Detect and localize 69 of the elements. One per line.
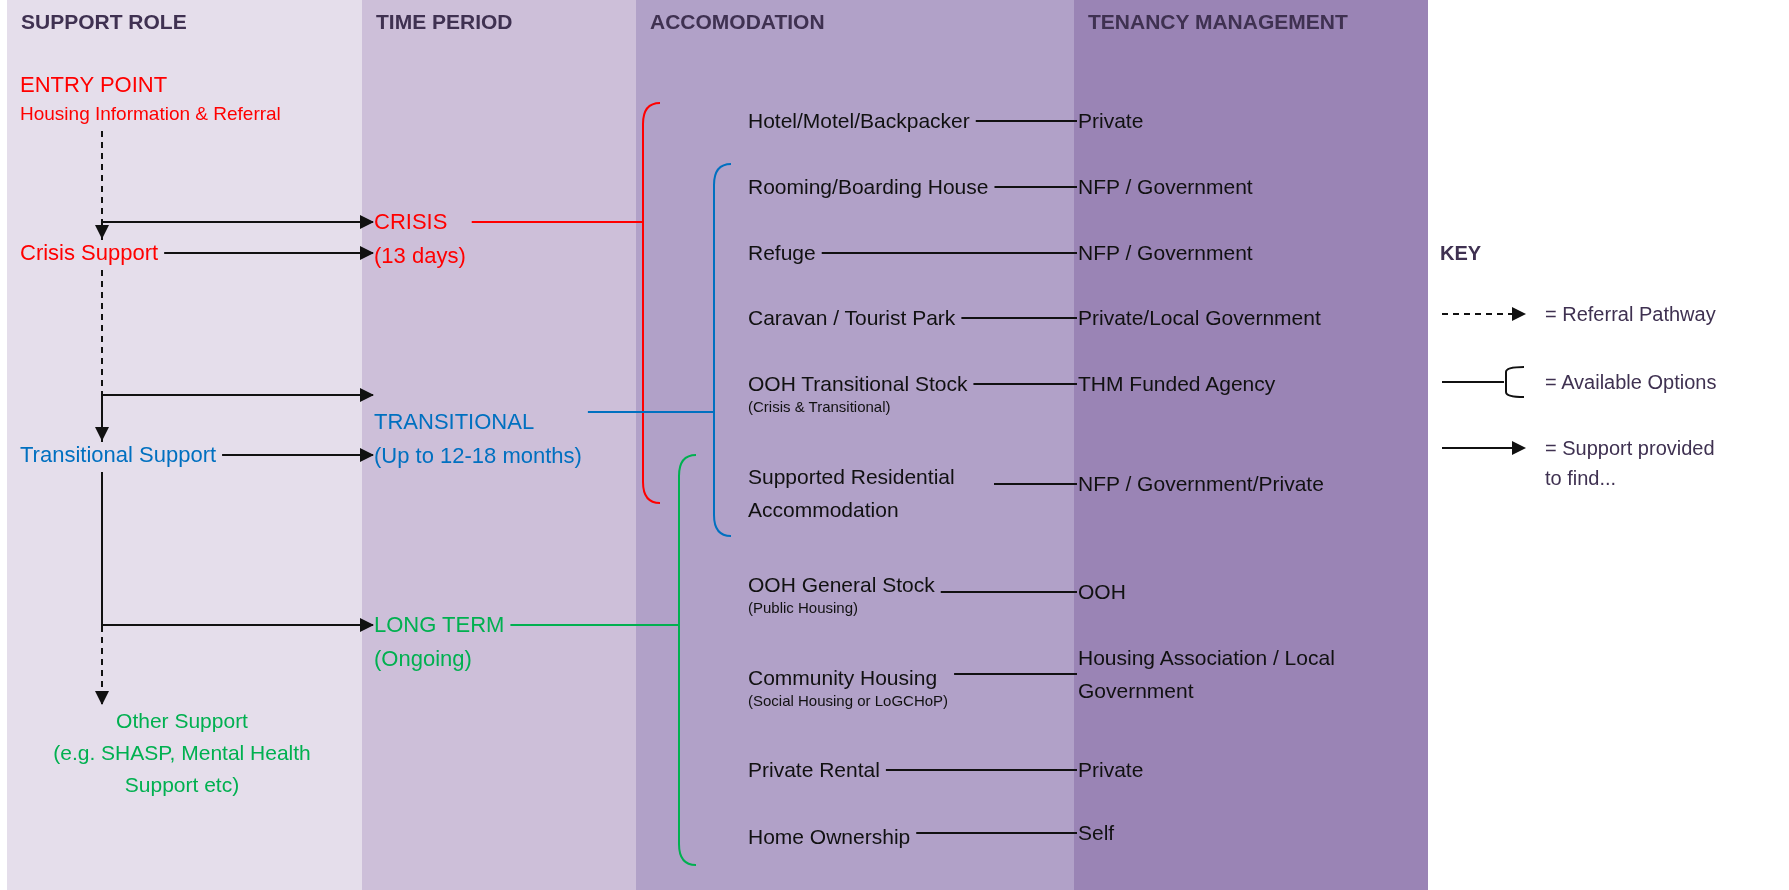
tenancy-manager-label: Private — [1078, 757, 1144, 783]
arrow — [101, 215, 374, 241]
accommodation-label: Community Housing — [748, 665, 939, 691]
support-role-label: Crisis Support — [20, 239, 159, 267]
support-role-label: Other Support — [115, 708, 249, 734]
tenancy-manager-label: THM Funded Agency — [1078, 371, 1276, 397]
connector-line — [960, 317, 1078, 319]
column-band — [1074, 0, 1428, 890]
legend-text: = Support provided to find... — [1545, 436, 1716, 491]
tenancy-manager-label: NFP / Government/Private — [1078, 471, 1324, 497]
column-band — [362, 0, 636, 890]
connector-line — [974, 120, 1078, 122]
connector-line — [470, 221, 644, 223]
column-header: TENANCY MANAGEMENT — [1088, 10, 1348, 34]
tenancy-manager-label: Private — [1078, 108, 1144, 134]
dashed-arrow — [95, 130, 109, 239]
connector-line — [884, 769, 1078, 771]
time-period-label: CRISIS — [374, 208, 449, 236]
tenancy-manager-label: NFP / Government — [1078, 174, 1253, 200]
tenancy-manager-label: NFP / Government — [1078, 240, 1253, 266]
connector-line — [915, 832, 1078, 834]
connector-line — [939, 591, 1078, 593]
accommodation-label: Caravan / Tourist Park — [748, 305, 956, 331]
accommodation-label: Refuge — [748, 240, 816, 266]
arrow — [221, 448, 374, 462]
connector-line — [820, 252, 1078, 254]
dashed-arrow — [95, 269, 109, 441]
accommodation-label: Rooming/Boarding House — [748, 174, 989, 200]
accommodation-label: Private Rental — [748, 757, 880, 783]
accommodation-label: OOH General Stock — [748, 572, 935, 598]
support-role-label: Transitional Support — [20, 441, 217, 469]
connector-line — [993, 483, 1078, 485]
connector-line — [993, 186, 1078, 188]
accommodation-note: (Crisis & Transitional) — [748, 397, 892, 417]
legend-text: = Available Options — [1545, 370, 1718, 395]
column-band — [7, 0, 362, 890]
bracket-line — [712, 163, 732, 537]
accommodation-label: Home Ownership — [748, 824, 911, 850]
key-heading: KEY — [1440, 242, 1482, 265]
connector-line — [509, 624, 680, 626]
support-examples: (e.g. SHASP, Mental Health Support etc) — [52, 740, 312, 798]
entry-point-description: Housing Information & Referral — [20, 102, 281, 126]
tenancy-manager-label: OOH — [1078, 579, 1126, 605]
column-header: TIME PERIOD — [376, 10, 513, 34]
duration-label: (13 days) — [374, 242, 466, 270]
accommodation-label: Hotel/Motel/Backpacker — [748, 108, 970, 134]
connector-line — [586, 411, 715, 413]
time-period-label: LONG TERM — [374, 611, 505, 639]
column-band — [636, 0, 1074, 890]
duration-label: (Ongoing) — [374, 645, 473, 673]
entry-point-heading: ENTRY POINT — [20, 71, 169, 99]
arrow — [101, 388, 374, 443]
arrow — [163, 246, 374, 260]
connector-line — [953, 673, 1078, 675]
column-header: ACCOMODATION — [650, 10, 825, 34]
tenancy-manager-label: Housing Association / Local Government — [1078, 645, 1336, 704]
column-header: SUPPORT ROLE — [21, 10, 187, 34]
accommodation-note: (Public Housing) — [748, 598, 860, 618]
accommodation-label: Supported Residential Accommodation — [748, 464, 956, 523]
duration-label: (Up to 12-18 months) — [374, 442, 582, 470]
accommodation-note: (Social Housing or LoGCHoP) — [748, 691, 949, 711]
bracket-line — [641, 102, 661, 504]
tenancy-manager-label: Private/Local Government — [1078, 305, 1321, 331]
bracket-line — [677, 454, 697, 866]
tenancy-manager-label: Self — [1078, 820, 1115, 846]
connector-line — [972, 383, 1078, 385]
legend-text: = Referral Pathway — [1545, 302, 1717, 327]
time-period-label: TRANSITIONAL — [374, 408, 536, 436]
accommodation-label: OOH Transitional Stock — [748, 371, 968, 397]
